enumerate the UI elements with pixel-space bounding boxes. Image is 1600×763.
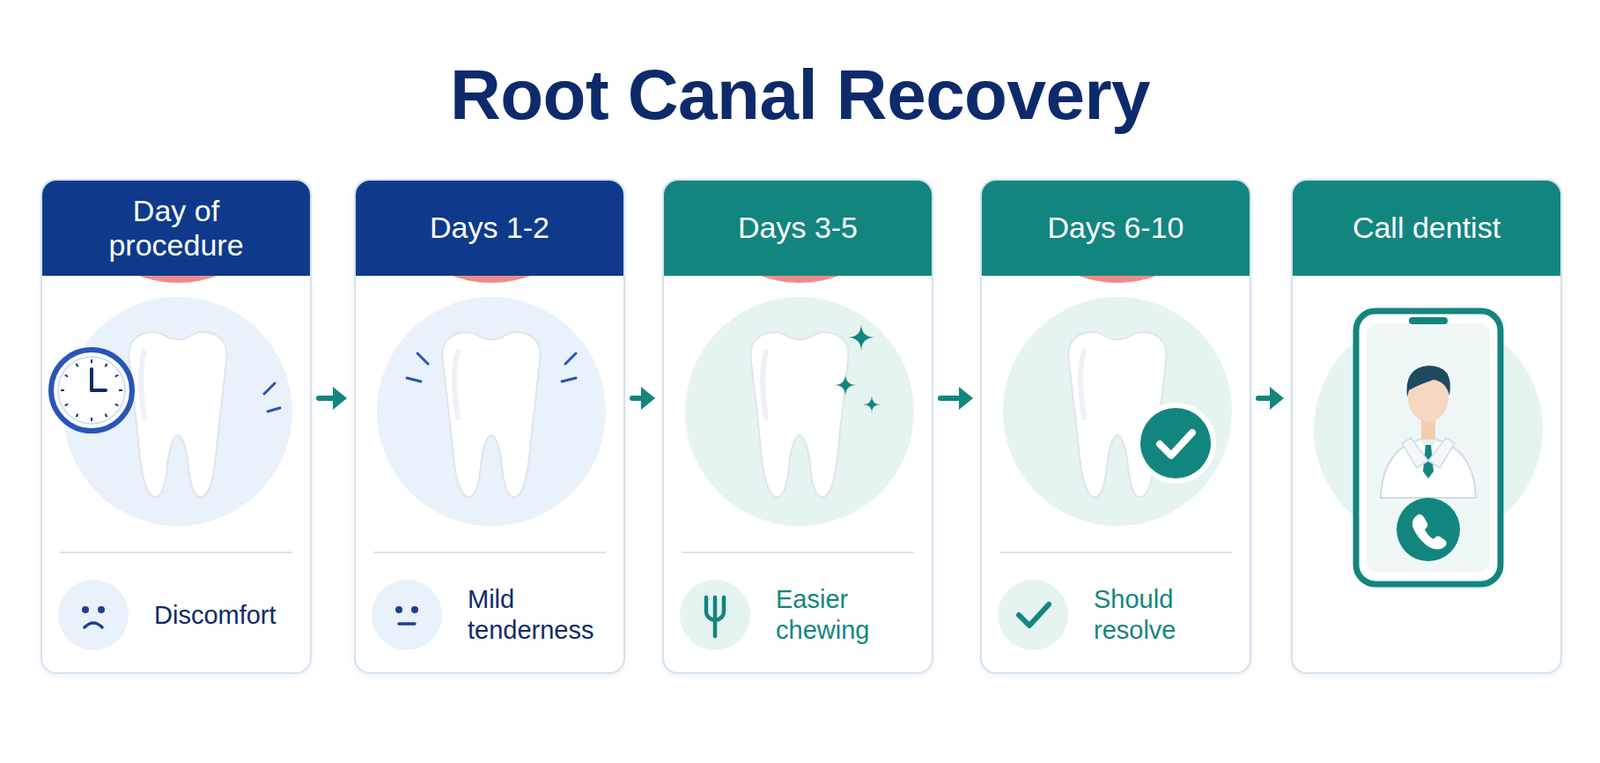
stage-status: Discomfort bbox=[154, 599, 277, 631]
tooth bbox=[442, 331, 540, 497]
stage-heading: Call dentist bbox=[1292, 180, 1561, 276]
stage-card: Day of procedureDiscomfort bbox=[40, 178, 312, 674]
status-icon bbox=[997, 579, 1069, 650]
flow-arrow bbox=[940, 386, 974, 410]
dentist-avatar bbox=[1380, 365, 1476, 498]
check-badge bbox=[1135, 402, 1217, 484]
title: Root Canal Recovery bbox=[0, 54, 1600, 136]
stage-heading: Day of procedure bbox=[42, 180, 310, 276]
stage-heading: Days 1-2 bbox=[355, 180, 624, 276]
flow-arrow bbox=[632, 386, 656, 410]
divider bbox=[373, 551, 606, 553]
stage-heading: Days 3-5 bbox=[663, 180, 932, 276]
backdrop-circle bbox=[685, 296, 915, 526]
stage-status: Mild tenderness bbox=[467, 583, 615, 646]
stage-card: Call dentist bbox=[1290, 178, 1563, 674]
stage-status: Should resolve bbox=[1093, 583, 1241, 646]
pain-marks bbox=[264, 383, 281, 412]
phone-icon bbox=[1356, 310, 1501, 584]
flow-arrow bbox=[1258, 386, 1284, 410]
divider bbox=[999, 551, 1232, 553]
stage-status: Easier chewing bbox=[775, 583, 923, 646]
backdrop-circle bbox=[1002, 296, 1232, 526]
tenderness-marks bbox=[406, 353, 576, 382]
stage-card: Days 3-5Easier chewing bbox=[662, 178, 934, 674]
divider bbox=[59, 551, 293, 553]
status-icon bbox=[371, 579, 443, 650]
flow-arrow bbox=[318, 386, 347, 410]
sparkles bbox=[833, 323, 881, 413]
clock-icon bbox=[51, 349, 133, 431]
call-button bbox=[1396, 497, 1460, 561]
status-icon bbox=[58, 579, 129, 650]
status-icon bbox=[679, 579, 751, 650]
tooth bbox=[750, 331, 848, 497]
stage-card: Days 1-2Mild tenderness bbox=[353, 178, 626, 674]
stage-heading: Days 6-10 bbox=[981, 180, 1250, 276]
tooth bbox=[128, 331, 227, 497]
backdrop-circle bbox=[376, 296, 606, 526]
stage-card: Days 6-10Should resolve bbox=[980, 178, 1252, 674]
divider bbox=[681, 551, 915, 553]
